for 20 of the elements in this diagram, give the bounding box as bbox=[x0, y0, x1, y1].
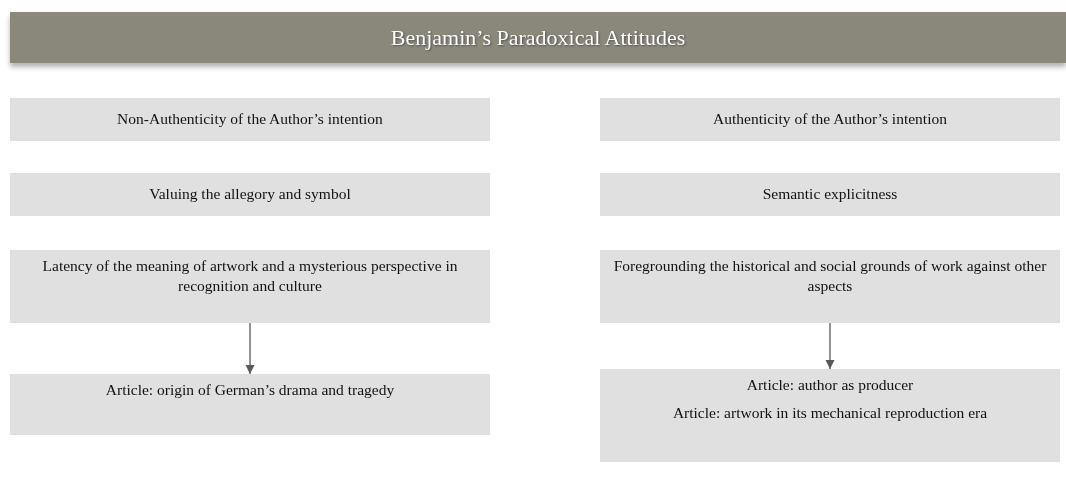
box-text: Article: origin of German’s drama and tragedy bbox=[105, 380, 395, 400]
text-box bbox=[10, 250, 490, 323]
box-text: Non-Authenticity of the Author’s intention bbox=[117, 109, 383, 130]
arrow bbox=[825, 322, 835, 370]
text-box bbox=[600, 250, 1060, 323]
box-text: Latency of the meaning of artwork and a mysterious perspective in recognition and culture bbox=[41, 256, 459, 297]
text-box bbox=[10, 374, 490, 435]
text-box bbox=[600, 173, 1060, 216]
text-box bbox=[10, 173, 490, 216]
box-text: Valuing the allegory and symbol bbox=[149, 184, 351, 205]
box-text: Semantic explicitness bbox=[762, 184, 898, 205]
text-box bbox=[600, 369, 1060, 462]
box-text: Authenticity of the Author’s intention bbox=[713, 109, 947, 130]
text-box bbox=[10, 98, 490, 141]
box-text: Article: author as producer bbox=[746, 375, 914, 395]
box-text: Foregrounding the historical and social grounds of work against other aspects bbox=[612, 256, 1048, 297]
arrow bbox=[245, 322, 255, 375]
text-box bbox=[600, 98, 1060, 141]
box-text: Article: artwork in its mechanical reproduction era bbox=[672, 403, 988, 424]
title-banner: Benjamin’s Paradoxical Attitudes bbox=[10, 12, 1066, 63]
